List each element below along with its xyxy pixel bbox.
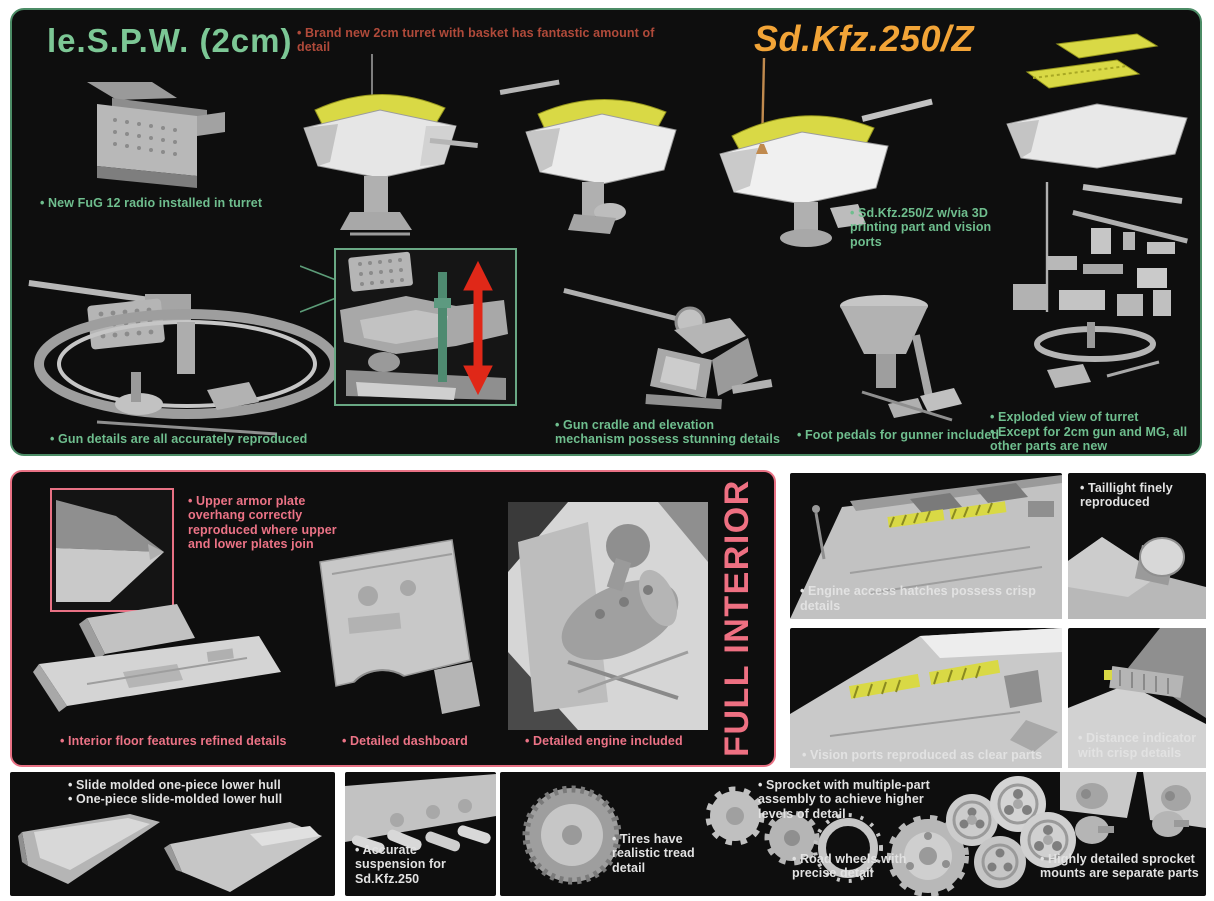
- engine-render: [508, 502, 708, 730]
- caption-hull-1: • Slide molded one-piece lower hull: [68, 778, 281, 792]
- caption-taillight: • Taillight finely reproduced: [1080, 481, 1173, 510]
- caption-sprocket-mounts: • Highly detailed sprocket mounts are se…: [1040, 852, 1199, 881]
- turret-features-panel: le.S.P.W. (2cm) • Brand new 2cm turret w…: [10, 8, 1202, 456]
- engine-hatches-render: [790, 475, 1062, 619]
- lower-hull-panel: • Slide molded one-piece lower hull • On…: [10, 772, 335, 896]
- caption-sprocket-assembly: • Sprocket with multiple-part assembly t…: [758, 778, 930, 821]
- engine-photo: [508, 502, 708, 730]
- elevation-detail-render: [340, 251, 508, 400]
- caption-hull-2: • One-piece slide-molded lower hull: [68, 792, 283, 806]
- vision-ports-panel: • Vision ports reproduced as clear parts: [790, 628, 1062, 768]
- gun-ring-render: [28, 280, 340, 436]
- kit-title: le.S.P.W. (2cm): [47, 22, 293, 59]
- wheels-panel: • Tires have realistic tread detail • Sp…: [500, 772, 1206, 896]
- caption-distance-indicator: • Distance indicator with crisp details: [1078, 731, 1197, 760]
- fug-radio-render: [87, 82, 225, 188]
- turret-render-sdkfz250z: [719, 58, 933, 247]
- full-interior-panel: • Upper armor plate overhang correctly r…: [10, 470, 776, 767]
- lower-hull-render: [18, 814, 322, 892]
- foot-pedals-render: [840, 295, 962, 422]
- elevation-detail-inset: [334, 248, 517, 406]
- caption-suspension: • Accurate suspension for Sd.Kfz.250: [355, 842, 446, 886]
- suspension-render: [345, 774, 496, 853]
- caption-engine: • Detailed engine included: [525, 734, 683, 748]
- bullet-gun-cradle: • Gun cradle and elevation mechanism pos…: [555, 418, 780, 447]
- full-interior-label: FULL INTERIOR: [718, 479, 756, 757]
- bullet-printing-part: • Sd.Kfz.250/Z w/via 3D printing part an…: [850, 206, 992, 249]
- caption-tires: • Tires have realistic tread detail: [612, 832, 695, 875]
- exploded-view-render: [1006, 33, 1188, 388]
- turret-render-1: [303, 54, 478, 236]
- dashboard-render: [319, 539, 480, 714]
- suspension-panel: • Accurate suspension for Sd.Kfz.250: [345, 772, 496, 896]
- vision-ports-render: [790, 628, 1062, 768]
- caption-road-wheels: • Road wheels with precise detail: [792, 852, 907, 881]
- distance-indicator-panel: • Distance indicator with crisp details: [1068, 628, 1206, 768]
- armor-plate-inset: [50, 488, 174, 612]
- caption-dashboard: • Detailed dashboard: [342, 734, 468, 748]
- wheels-render: [522, 772, 1206, 896]
- bullet-gun-details: • Gun details are all accurately reprodu…: [50, 432, 308, 446]
- caption-interior-floor: • Interior floor features refined detail…: [60, 734, 287, 748]
- distance-indicator-render: [1068, 628, 1206, 768]
- callout-lines: [300, 265, 336, 313]
- bullet-turret-basket: • Brand new 2cm turret with basket has f…: [297, 26, 655, 55]
- gun-cradle-render: [563, 288, 773, 410]
- engine-hatches-panel: • Engine access hatches possess crisp de…: [790, 473, 1062, 619]
- brand-title: Sd.Kfz.250/Z: [754, 18, 975, 59]
- bullet-exploded-view: • Exploded view of turret: [990, 410, 1139, 424]
- bullet-foot-pedals: • Foot pedals for gunner included: [797, 428, 1000, 442]
- turret-render-2: [499, 79, 677, 234]
- bullet-upper-armor: • Upper armor plate overhang correctly r…: [188, 494, 337, 552]
- interior-floor-render: [33, 604, 281, 712]
- taillight-render: [1068, 537, 1206, 619]
- caption-engine-hatches: • Engine access hatches possess crisp de…: [800, 584, 1036, 613]
- taillight-panel: • Taillight finely reproduced: [1068, 473, 1206, 619]
- bullet-radio: • New FuG 12 radio installed in turret: [40, 196, 263, 210]
- bullet-new-parts: • Except for 2cm gun and MG, all other p…: [990, 425, 1188, 454]
- armor-plate-render: [56, 500, 164, 602]
- caption-vision-ports: • Vision ports reproduced as clear parts: [802, 747, 1043, 762]
